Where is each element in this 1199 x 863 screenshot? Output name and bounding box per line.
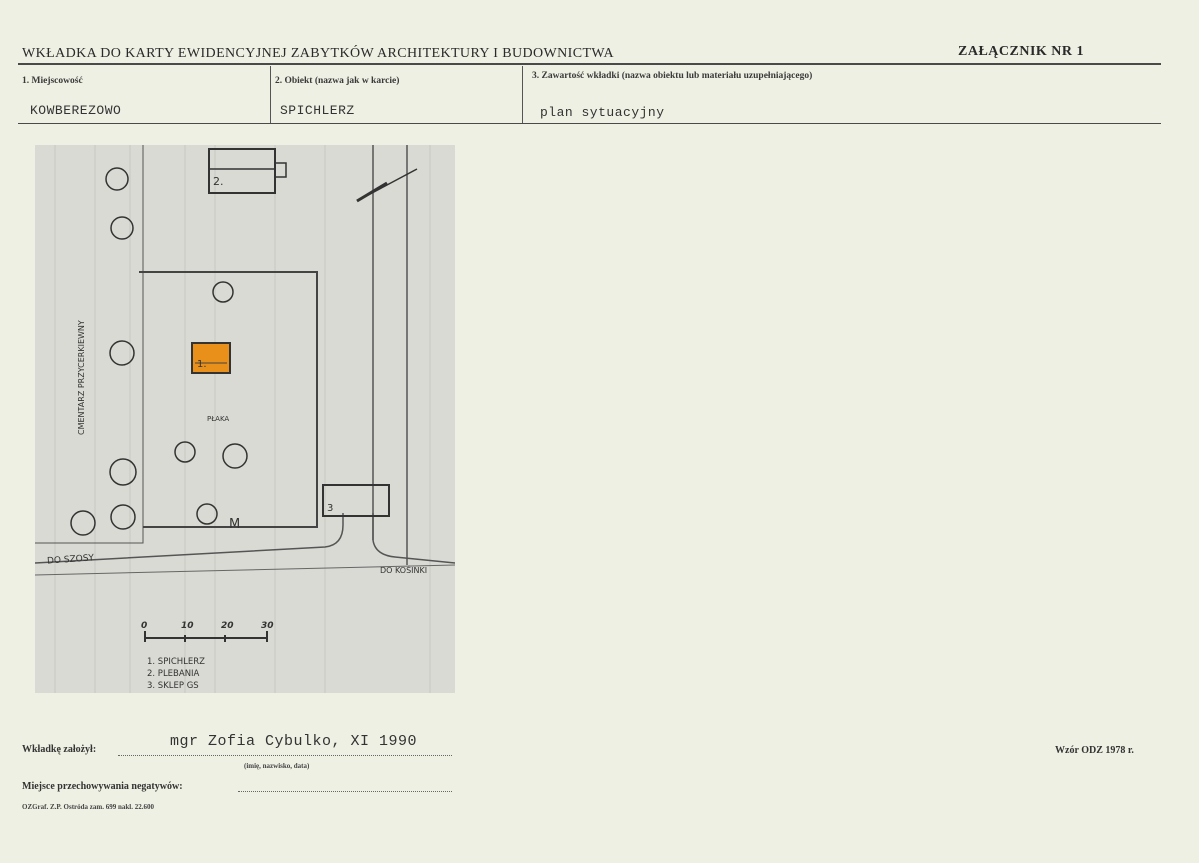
negative-storage-dotted-line — [238, 791, 452, 792]
author-hint: (imię, nazwisko, data) — [244, 762, 310, 770]
header-rule — [18, 63, 1161, 65]
scale-0: 0 — [141, 621, 148, 631]
site-plan-map: CMENTARZ PRZYCERKIEWNY PŁAKA DO SZOSY DO… — [35, 145, 455, 693]
scale-30: 30 — [261, 621, 274, 631]
field1-value: KOWBEREZOWO — [30, 103, 122, 118]
author-label: Wkładkę założył: — [22, 744, 97, 755]
building-2-label: 2. — [213, 175, 224, 188]
negative-storage-label: Miejsce przechowywania negatywów: — [22, 781, 183, 792]
field2-value: SPICHLERZ — [280, 103, 355, 118]
field2-label: 2. Obiekt (nazwa jak w karcie) — [275, 76, 400, 86]
scale-20: 20 — [221, 621, 234, 631]
attachment-number: ZAŁĄCZNIK NR 1 — [958, 44, 1085, 59]
building-3-label: 3 — [327, 503, 334, 514]
cemetery-label: CMENTARZ PRZYCERKIEWNY — [77, 320, 86, 435]
road-label-do-kosinki: DO KOŚINKI — [380, 566, 428, 575]
site-plan-drawing — [35, 145, 455, 693]
document-title: WKŁADKA DO KARTY EWIDENCYJNEJ ZABYTKÓW A… — [22, 46, 614, 61]
print-info: OZGraf. Z.P. Ostróda zam. 699 nakl. 22.6… — [22, 803, 154, 811]
author-value: mgr Zofia Cybulko, XI 1990 — [170, 733, 418, 750]
legend-item-3: 3. SKLEP GS — [147, 681, 199, 691]
column-divider — [522, 66, 523, 124]
legend-item-2: 2. PLEBANIA — [147, 669, 200, 679]
field3-value: plan sytuacyjny — [540, 105, 665, 120]
field3-label: 3. Zawartość wkładki (nazwa obiektu lub … — [532, 71, 813, 81]
field1-label: 1. Miejscowość — [22, 76, 83, 86]
author-dotted-line — [118, 755, 452, 756]
fields-rule — [18, 123, 1161, 124]
column-divider — [270, 66, 271, 124]
square-label: PŁAKA — [207, 415, 230, 423]
legend-item-1: 1. SPICHLERZ — [147, 657, 206, 667]
building-1-label: 1. — [197, 359, 207, 370]
spichlerz-highlight — [191, 342, 231, 374]
marker-m: M — [229, 517, 241, 532]
template-mark: Wzór ODZ 1978 r. — [1055, 745, 1134, 756]
scale-10: 10 — [181, 621, 194, 631]
